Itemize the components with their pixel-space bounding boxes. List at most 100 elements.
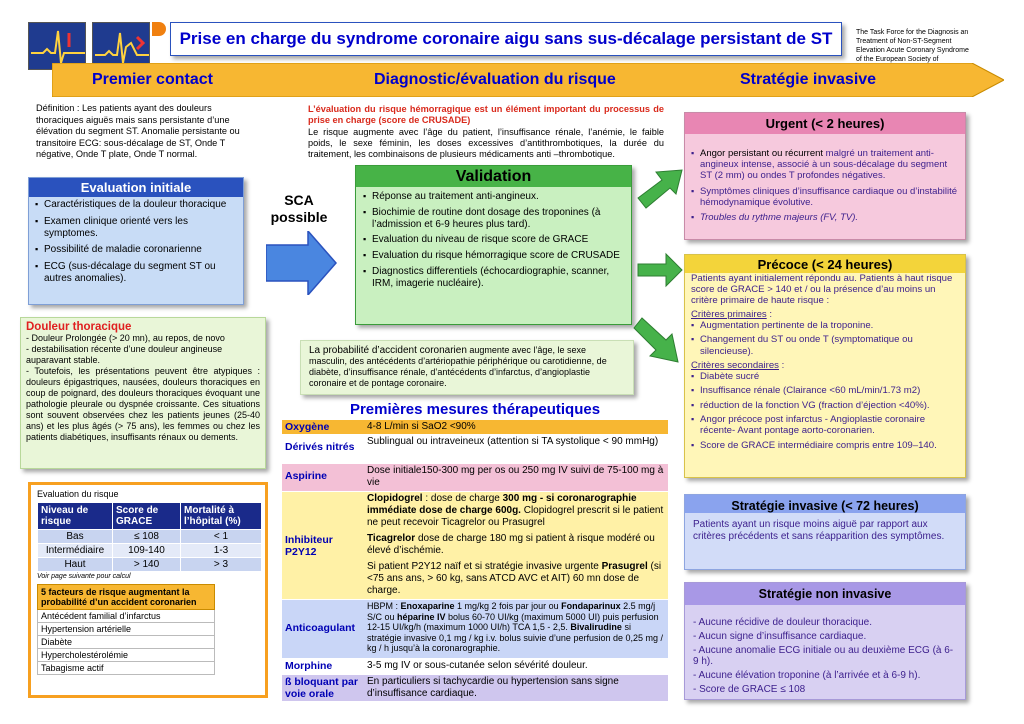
list-item: Caractéristiques de la douleur thoraciqu… xyxy=(35,199,237,211)
urgent-box: Urgent (< 2 heures) Angor persistant ou … xyxy=(684,112,966,240)
probability-text: augmente avec l’âge, le sexe masculin, d… xyxy=(309,345,607,388)
therapy-title: Premières mesures thérapeutiques xyxy=(349,401,601,418)
non-invasive-title: Stratégie non invasive xyxy=(685,583,965,605)
list-item: Angor persistant ou récurrent malgré un … xyxy=(691,148,959,182)
invasive-72h-title: Stratégie invasive (< 72 heures) xyxy=(685,495,965,513)
precoce-sec-label: Critères secondaires : xyxy=(691,359,785,371)
value-oxygene: 4-8 L/min si SaO2 <90% xyxy=(364,420,668,434)
douleur-item: - Douleur Prolongée (> 20 mn), au repos,… xyxy=(26,333,225,343)
label-aspirine: Aspirine xyxy=(282,464,364,491)
arrow-down-right-icon xyxy=(633,317,679,363)
factor-item: Hypercholestérolémie xyxy=(37,649,215,662)
list-item: Diagnostics differentiels (échocardiogra… xyxy=(363,266,624,290)
precoce-sec-list: Diabète sucré Insuffisance rénale (Clair… xyxy=(691,371,959,451)
header-icon-small xyxy=(152,22,166,36)
label-oxygene: Oxygène xyxy=(282,420,364,434)
precoce-prim-label: Critères primaires : xyxy=(691,309,773,320)
list-item: - Aucun signe d’insuffisance cardiaque. xyxy=(693,630,867,642)
row-p2y12: Inhibiteur P2Y12 Clopidogrel : dose de c… xyxy=(282,492,668,599)
process-arrow-bar: Premier contact Diagnostic/évaluation du… xyxy=(52,63,1004,97)
table-cell: Haut xyxy=(37,557,113,572)
table-cell: 109-140 xyxy=(112,543,181,558)
page-title-box: Prise en charge du syndrome coronaire ai… xyxy=(170,22,842,56)
sca-label: SCA possible xyxy=(270,192,328,225)
list-item: - Score de GRACE ≤ 108 xyxy=(693,683,806,695)
header-logo-ecg-1 xyxy=(28,22,86,70)
precoce-prim-list: Augmentation pertinente de la troponine.… xyxy=(691,320,959,357)
table-cell: Intermédiaire xyxy=(37,543,113,558)
douleur-item: - Toutefois, les présentations peuvent ê… xyxy=(26,366,260,442)
urgent-list: Angor persistant ou récurrent malgré un … xyxy=(685,134,965,230)
list-item: - Aucune récidive de douleur thoracique. xyxy=(693,617,873,628)
non-invasive-box: Stratégie non invasive - Aucune récidive… xyxy=(684,582,966,700)
precoce-box: Précoce (< 24 heures) Patients ayant ini… xyxy=(684,254,966,478)
list-item: Changement du ST ou onde T (symptomatiqu… xyxy=(691,334,959,357)
factor-item: Tabagisme actif xyxy=(37,662,215,675)
risk-header: Score de GRACE xyxy=(112,502,181,530)
ecg-icon xyxy=(31,30,85,64)
list-item: - Aucune élévation troponine (à l’arrivé… xyxy=(693,670,921,682)
precoce-intro: Patients ayant initialement répondu au. … xyxy=(691,273,953,306)
ecg-icon xyxy=(95,32,149,64)
step-diagnostic: Diagnostic/évaluation du risque xyxy=(374,71,616,88)
precoce-title: Précoce (< 24 heures) xyxy=(685,255,965,273)
list-item: réduction de la fonction VG (fraction d’… xyxy=(691,400,959,411)
risk-note: Voir page suivante pour calcul xyxy=(37,573,131,580)
list-item: Evaluation du niveau de risque score de … xyxy=(363,234,624,246)
table-cell: > 140 xyxy=(112,557,181,572)
risk-caption: Evaluation du risque xyxy=(37,489,119,499)
list-item: Diabète sucré xyxy=(691,371,959,382)
row-beta-bloquant: ß bloquant par voie orale En particulier… xyxy=(282,675,668,701)
factors-title: 5 facteurs de risque augmentant la proba… xyxy=(37,584,215,610)
probability-box: La probabilité d’accident coronarien aug… xyxy=(300,340,634,395)
evaluation-initiale-box: Evaluation initiale Caractéristiques de … xyxy=(28,177,244,305)
invasive-72h-box: Stratégie invasive (< 72 heures) Patient… xyxy=(684,494,966,570)
arrow-up-right-icon xyxy=(637,169,683,209)
table-cell: 1-3 xyxy=(180,543,262,558)
non-invasive-list: - Aucune récidive de douleur thoracique.… xyxy=(685,605,965,700)
label-morphine: Morphine xyxy=(282,659,364,674)
list-item: Troubles du rythme majeurs (FV, TV). xyxy=(691,212,959,223)
table-cell: Bas xyxy=(37,529,113,544)
therapy-table: Oxygène 4-8 L/min si SaO2 <90% Dérivés n… xyxy=(282,420,668,701)
list-item: Augmentation pertinente de la troponine. xyxy=(691,320,959,331)
row-morphine: Morphine 3-5 mg IV or sous-cutanée selon… xyxy=(282,659,668,674)
label-anticoagulant: Anticoagulant xyxy=(282,600,364,658)
probability-lead: La probabilité d’accident coronarien xyxy=(309,345,467,356)
validation-title: Validation xyxy=(356,166,631,187)
table-cell: > 3 xyxy=(180,557,262,572)
row-nitrates: Dérivés nitrés Sublingual ou intraveineu… xyxy=(282,435,668,463)
bleeding-risk-block: L’évaluation du risque hémorragique est … xyxy=(308,104,664,160)
douleur-thoracique-box: Douleur thoracique - Douleur Prolongée (… xyxy=(20,317,266,469)
row-anticoagulant: Anticoagulant HBPM : Enoxaparine 1 mg/kg… xyxy=(282,600,668,658)
list-item: Insuffisance rénale (Clairance <60 mL/mi… xyxy=(691,385,959,396)
label-nitrates: Dérivés nitrés xyxy=(282,435,364,463)
factor-item: Hypertension artérielle xyxy=(37,623,215,636)
value-nitrates: Sublingual ou intraveineux (attention si… xyxy=(364,435,668,463)
value-morphine: 3-5 mg IV or sous-cutanée selon sévérité… xyxy=(364,659,668,674)
label-beta: ß bloquant par voie orale xyxy=(282,675,364,701)
list-item: - Aucune anomalie ECG initiale ou au deu… xyxy=(693,644,954,668)
douleur-item: - destabilisation récente d’une douleur … xyxy=(26,344,223,365)
factor-item: Diabète xyxy=(37,636,215,649)
label-p2y12: Inhibiteur P2Y12 xyxy=(282,492,364,599)
list-item: Score de GRACE intermédiaire compris ent… xyxy=(691,440,959,451)
list-item: Evaluation du risque hémorragique score … xyxy=(363,250,624,262)
value-anticoagulant: HBPM : Enoxaparine 1 mg/kg 2 fois par jo… xyxy=(364,600,668,658)
bleeding-risk-text: Le risque augmente avec l’âge du patient… xyxy=(308,126,664,160)
invasive-72h-text: Patients ayant un risque moins aiguë par… xyxy=(693,519,945,542)
list-item: Réponse au traitement anti-angineux. xyxy=(363,191,624,203)
step-strategie-invasive: Stratégie invasive xyxy=(740,71,877,88)
step-premier-contact: Premier contact xyxy=(92,71,213,88)
list-item: Possibilité de maladie coronarienne xyxy=(35,244,237,256)
evaluation-initiale-title: Evaluation initiale xyxy=(29,178,243,197)
risk-header: Niveau de risque xyxy=(37,502,113,530)
table-cell: < 1 xyxy=(180,529,262,544)
value-beta: En particuliers si tachycardie ou hypert… xyxy=(364,675,668,701)
risk-evaluation-box: Evaluation du risque Niveau de risque Sc… xyxy=(28,482,268,698)
validation-list: Réponse au traitement anti-angineux. Bio… xyxy=(356,187,631,299)
list-item: Biochimie de routine dont dosage des tro… xyxy=(363,207,624,231)
definition-text: Définition : Les patients ayant des doul… xyxy=(36,103,240,159)
row-aspirine: Aspirine Dose initiale150-300 mg per os … xyxy=(282,464,668,491)
table-cell: ≤ 108 xyxy=(112,529,181,544)
